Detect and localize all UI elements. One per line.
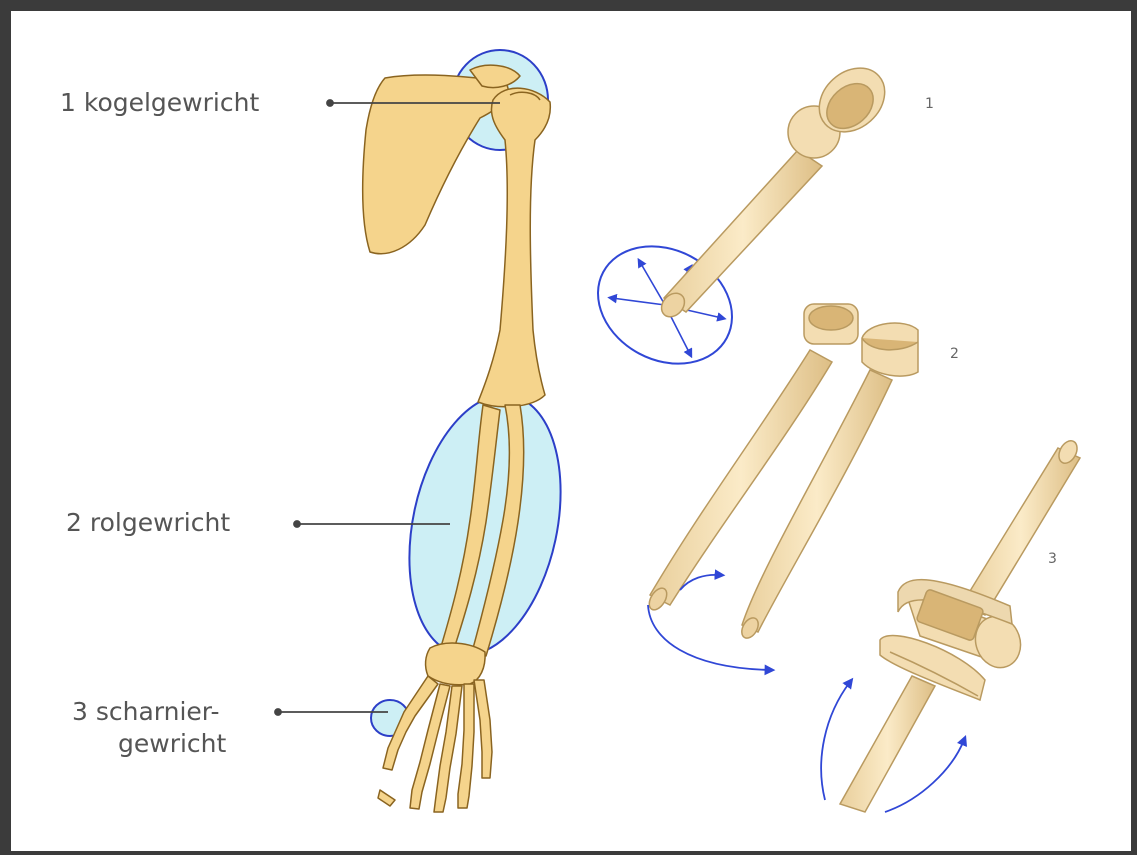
label-hinge-joint-line2: gewricht xyxy=(118,729,226,759)
scapula xyxy=(363,75,508,254)
label-ball-joint: 1 kogelgewricht xyxy=(60,88,259,118)
label-pivot-joint: 2 rolgewricht xyxy=(66,508,230,538)
carpals xyxy=(426,643,486,685)
pivot-joint-model xyxy=(646,304,918,670)
model-number-2: 2 xyxy=(950,346,959,362)
label-hinge-joint-line1: 3 scharnier- xyxy=(72,697,220,727)
finger-5 xyxy=(474,680,492,778)
model-number-3: 3 xyxy=(1048,551,1057,567)
hinge-joint-model xyxy=(821,438,1081,812)
model-number-1: 1 xyxy=(925,96,934,112)
